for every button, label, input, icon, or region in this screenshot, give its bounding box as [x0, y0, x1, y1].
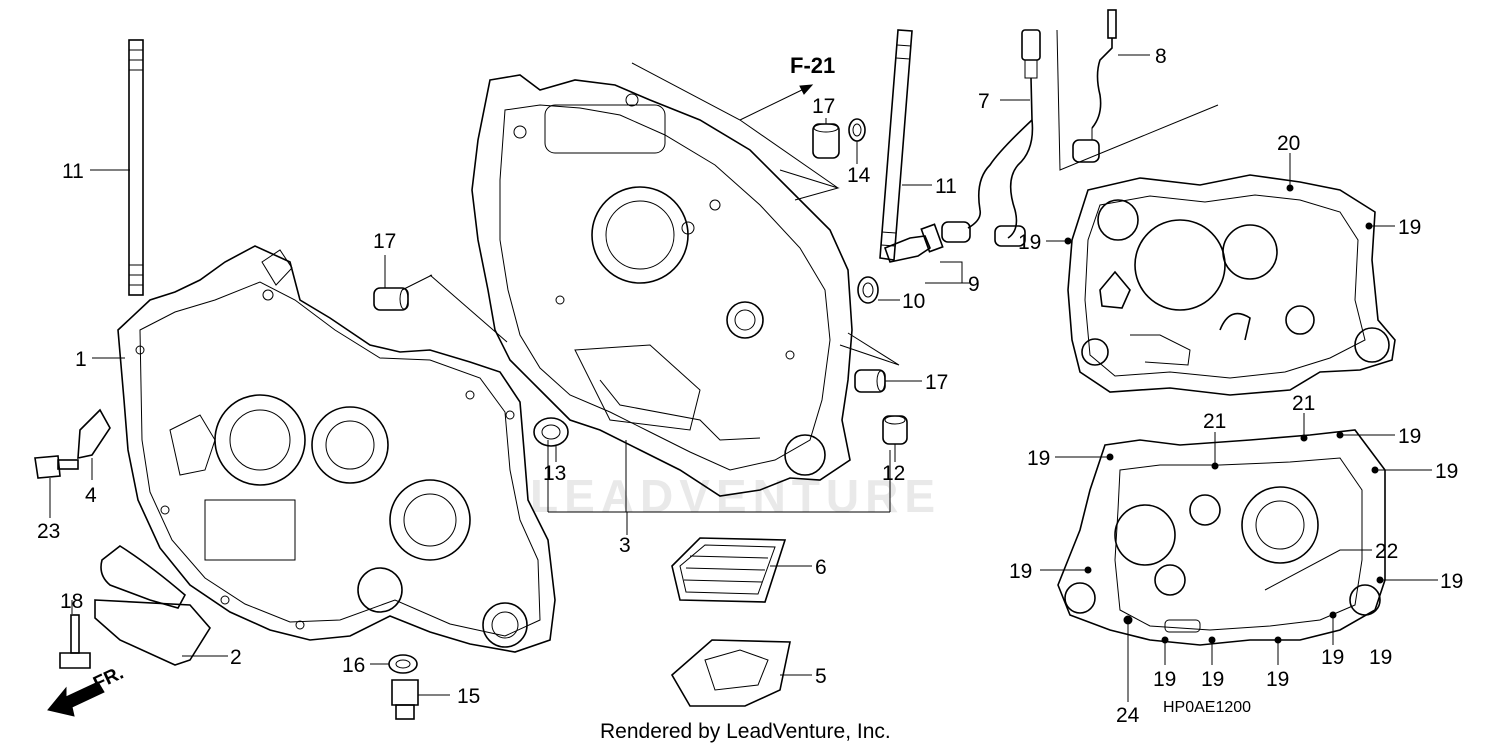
callout-19-f: 19: [1009, 560, 1032, 583]
callout-19-h: 19: [1153, 668, 1176, 691]
bolt-18: [59, 614, 91, 669]
dowel-pin-17b: [812, 123, 840, 159]
gasket-22: [1057, 429, 1386, 646]
callout-15: 15: [457, 685, 480, 708]
callout-17-left: 17: [373, 230, 396, 253]
left-crankcase-half: [117, 245, 556, 653]
callout-19-i: 19: [1201, 668, 1224, 691]
callout-19-e: 19: [1435, 460, 1458, 483]
wire-harness-8: [1056, 9, 1219, 171]
callout-11-left: 11: [62, 160, 84, 183]
wire-harness-7: [941, 29, 1041, 247]
callout-19-d: 19: [1398, 425, 1421, 448]
callout-4: 4: [85, 484, 97, 507]
callout-11-right: 11: [935, 175, 957, 198]
callout-19-j: 19: [1266, 668, 1289, 691]
stud-bolt-left: [128, 39, 144, 296]
diagram-code: HP0AE1200: [1163, 699, 1251, 716]
washer-14: [848, 118, 866, 142]
right-crankcase-half: [471, 74, 853, 497]
bolt-23: [34, 455, 79, 479]
front-arrow-icon: [47, 681, 105, 717]
callout-19-c: 19: [1027, 447, 1050, 470]
callout-17-right: 17: [925, 371, 948, 394]
callout-16: 16: [342, 654, 365, 677]
callout-18: 18: [60, 590, 83, 613]
credit-line: Rendered by LeadVenture, Inc.: [600, 720, 891, 743]
gasket-20: [1067, 174, 1396, 396]
callout-7: 7: [978, 90, 990, 113]
callout-12: 12: [882, 462, 905, 485]
callout-14: 14: [847, 164, 871, 187]
callout-labels: 1 2 3 4 5 6 7 8 9 10 11 11 12 13 14 15 1…: [37, 45, 1463, 727]
dowel-pin-17a: [373, 287, 409, 311]
callout-3: 3: [619, 534, 631, 557]
sealing-washer-10: [857, 276, 879, 304]
callout-19-g: 19: [1440, 570, 1463, 593]
callout-19-l: 19: [1369, 646, 1392, 669]
stud-bolt-right: [879, 29, 913, 261]
callout-2: 2: [230, 646, 242, 669]
callout-13: 13: [543, 462, 566, 485]
callout-19-b: 19: [1398, 216, 1421, 239]
oil-strainer-6: [671, 537, 787, 603]
leader-lines: [49, 54, 1438, 702]
callout-9: 9: [968, 273, 980, 296]
figure-reference-arrow-icon: [739, 84, 814, 121]
dowel-pin-12: [882, 415, 908, 445]
callout-19-a: 19: [1018, 231, 1041, 254]
figure-reference-label: F-21: [790, 53, 835, 78]
dowel-pin-17c: [854, 369, 886, 393]
callout-5: 5: [815, 665, 827, 688]
clip-4: [77, 408, 111, 460]
gasket-bolt-holes: [1064, 184, 1384, 644]
callout-6: 6: [815, 556, 827, 579]
callout-23: 23: [37, 520, 60, 543]
callout-19-k: 19: [1321, 646, 1344, 669]
washer-16: [388, 654, 418, 674]
callout-22: 22: [1375, 540, 1398, 563]
callout-17-top: 17: [812, 95, 835, 118]
callout-21-a: 21: [1203, 410, 1226, 433]
plate-2: [94, 545, 211, 666]
temperature-sensor-9: [883, 223, 944, 263]
callout-20: 20: [1277, 132, 1300, 155]
oil-seal-13: [533, 417, 569, 447]
callout-24: 24: [1116, 704, 1140, 727]
strainer-cover-5: [670, 639, 791, 707]
watermark-text: LEADVENTURE: [530, 470, 941, 522]
drain-plug-15: [391, 679, 419, 720]
callout-1: 1: [75, 348, 87, 371]
callout-10: 10: [902, 290, 925, 313]
callout-21-b: 21: [1292, 392, 1315, 415]
callout-8: 8: [1155, 45, 1167, 68]
